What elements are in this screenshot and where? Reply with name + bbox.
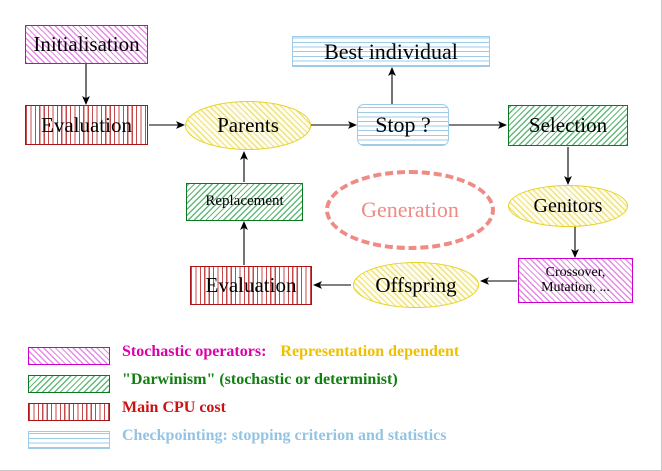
node-replacement[interactable]: Replacement bbox=[186, 183, 303, 221]
node-replacement-label: Replacement bbox=[205, 193, 284, 210]
node-offspring-label: Offspring bbox=[375, 272, 457, 297]
legend-swatch-blue-horizontal-hatch bbox=[28, 431, 110, 449]
node-evaluation-bottom-label: Evaluation bbox=[205, 273, 297, 298]
node-initialisation-label: Initialisation bbox=[33, 32, 140, 57]
node-parents[interactable]: Parents bbox=[185, 101, 311, 150]
node-genitors[interactable]: Genitors bbox=[508, 185, 628, 227]
node-crossover-line1: Crossover, bbox=[545, 264, 606, 280]
node-evaluation-bottom[interactable]: Evaluation bbox=[190, 266, 312, 305]
node-selection-label: Selection bbox=[528, 113, 608, 138]
node-stop[interactable]: Stop ? bbox=[357, 104, 449, 146]
legend-label-representation-text: Representation dependent bbox=[280, 343, 460, 360]
legend-label-cpu-cost: Main CPU cost bbox=[122, 399, 226, 416]
legend-swatch-green-diagonal-hatch bbox=[28, 375, 110, 393]
node-best-individual[interactable]: Best individual bbox=[292, 36, 490, 67]
node-generation: Generation bbox=[325, 170, 495, 250]
legend-label-darwinism: "Darwinism" (stochastic or determinist) bbox=[122, 371, 398, 388]
node-generation-label: Generation bbox=[361, 197, 459, 222]
legend-swatch-red-vertical-hatch bbox=[28, 403, 110, 421]
node-best-individual-label: Best individual bbox=[324, 38, 458, 64]
node-offspring[interactable]: Offspring bbox=[353, 262, 479, 308]
legend-label-stochastic-text: Stochastic operators: bbox=[122, 343, 267, 360]
legend-swatch-magenta-diagonal-hatch bbox=[28, 347, 110, 365]
legend-label-stochastic: Stochastic operators: Representation dep… bbox=[122, 343, 459, 361]
node-stop-label: Stop ? bbox=[375, 112, 431, 138]
legend-row-stochastic: Stochastic operators: Representation dep… bbox=[0, 340, 662, 368]
legend: Stochastic operators: Representation dep… bbox=[0, 340, 662, 452]
node-selection[interactable]: Selection bbox=[508, 105, 628, 146]
node-initialisation[interactable]: Initialisation bbox=[25, 25, 148, 64]
node-genitors-label: Genitors bbox=[533, 194, 603, 217]
legend-row-checkpointing: Checkpointing: stopping criterion and st… bbox=[0, 424, 662, 452]
legend-label-checkpointing: Checkpointing: stopping criterion and st… bbox=[122, 427, 447, 444]
node-crossover-mutation[interactable]: Crossover, Mutation, ... bbox=[518, 258, 633, 303]
legend-row-cpu-cost: Main CPU cost bbox=[0, 396, 662, 424]
node-evaluation-top[interactable]: Evaluation bbox=[25, 105, 148, 145]
legend-row-darwinism: "Darwinism" (stochastic or determinist) bbox=[0, 368, 662, 396]
node-crossover-line2: Mutation, ... bbox=[541, 279, 610, 295]
node-evaluation-top-label: Evaluation bbox=[41, 112, 132, 137]
node-parents-label: Parents bbox=[217, 113, 279, 138]
